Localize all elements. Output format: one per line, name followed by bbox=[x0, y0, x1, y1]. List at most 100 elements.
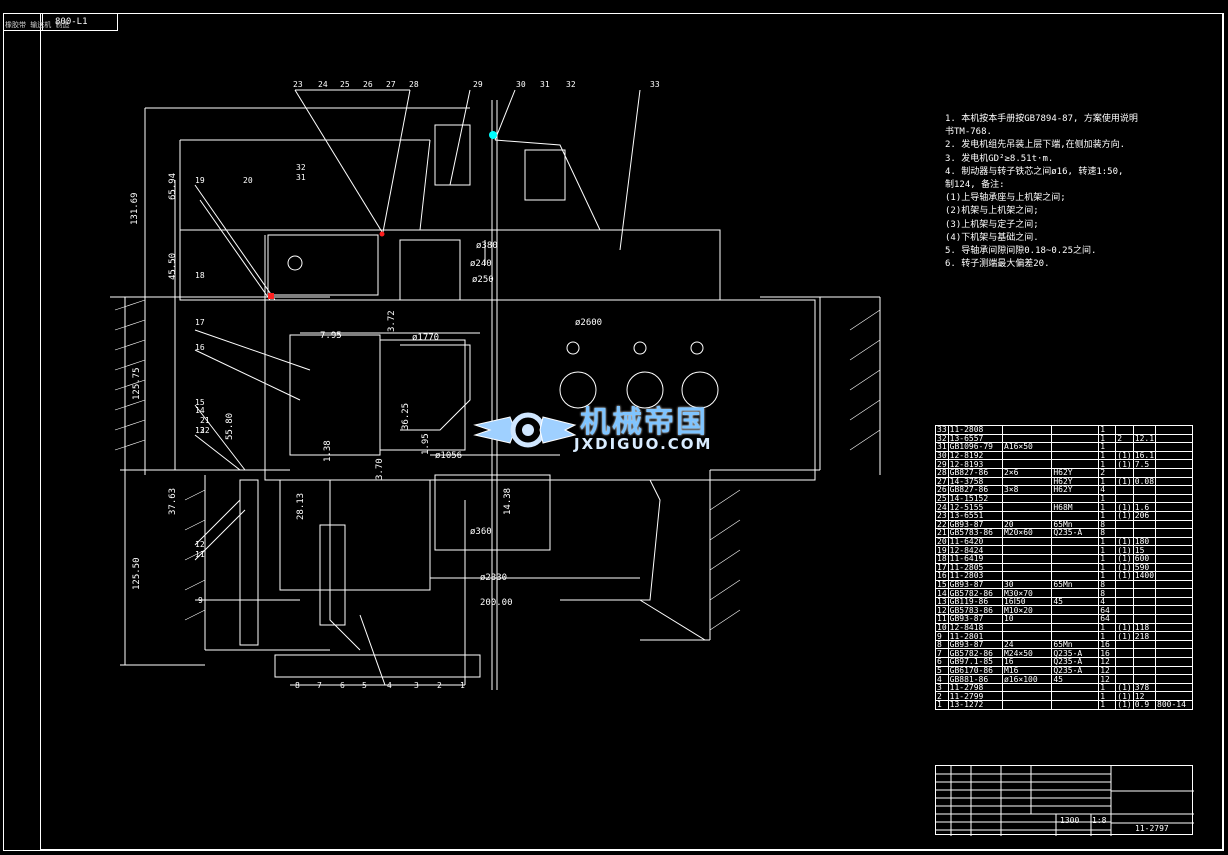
table-cell bbox=[1155, 674, 1193, 684]
table-cell: 4 bbox=[1098, 596, 1117, 607]
table-cell: 14 bbox=[935, 588, 949, 598]
callout-mid-22: 22 bbox=[200, 426, 210, 435]
table-cell bbox=[1051, 622, 1100, 633]
table-cell bbox=[1155, 450, 1193, 461]
callout-5: 5 bbox=[362, 681, 367, 690]
table-cell: 12 bbox=[1132, 691, 1157, 701]
table-cell bbox=[1115, 493, 1134, 504]
dim-45: 45.50 bbox=[168, 253, 178, 280]
table-cell bbox=[1051, 493, 1100, 504]
table-cell: 1 bbox=[1098, 493, 1117, 504]
table-cell: 3 bbox=[935, 682, 949, 693]
table-cell bbox=[1051, 562, 1100, 573]
table-cell bbox=[1001, 631, 1053, 641]
title-scale-label: 1300 bbox=[1060, 816, 1080, 825]
table-cell: GB93-87 bbox=[947, 519, 1003, 530]
table-cell: 12-8193 bbox=[947, 459, 1003, 469]
table-cell: 8 bbox=[1098, 579, 1117, 590]
table-cell: 33 bbox=[935, 425, 949, 435]
table-cell: 1400 bbox=[1132, 571, 1157, 581]
table-cell: GB5782-86 bbox=[947, 588, 1003, 598]
table-cell: 22 bbox=[935, 519, 949, 530]
callout-29: 29 bbox=[473, 80, 483, 89]
table-cell: 14-3758 bbox=[947, 476, 1003, 487]
table-cell bbox=[1115, 648, 1134, 659]
callout-13: 13 bbox=[195, 426, 205, 435]
table-cell: 30 bbox=[1001, 579, 1053, 590]
table-cell: Q235-A bbox=[1051, 665, 1100, 676]
table-cell: 15 bbox=[935, 579, 949, 590]
table-cell bbox=[1132, 442, 1157, 452]
table-cell: 12 bbox=[935, 605, 949, 616]
table-cell: 16 bbox=[1098, 639, 1117, 650]
callout-28: 28 bbox=[409, 80, 419, 89]
table-cell: 1 bbox=[935, 700, 949, 710]
table-cell: GB1096-79 bbox=[947, 442, 1003, 452]
table-cell: 12-5155 bbox=[947, 502, 1003, 512]
table-cell bbox=[1132, 605, 1157, 616]
table-cell: 14-15152 bbox=[947, 493, 1003, 504]
table-cell: 7 bbox=[935, 648, 949, 659]
table-cell: H62Y bbox=[1051, 467, 1100, 478]
table-cell: 1 bbox=[1098, 571, 1117, 581]
table-cell: 25 bbox=[935, 493, 949, 504]
note-line: 2. 发电机组先吊装上层下端,在侧加装方向. bbox=[945, 140, 1126, 151]
table-cell bbox=[1001, 536, 1053, 547]
dim-138: 1.38 bbox=[323, 440, 333, 462]
dim-28: 28.13 bbox=[296, 493, 306, 520]
table-cell bbox=[1155, 442, 1193, 452]
table-cell: 1 bbox=[1098, 502, 1117, 512]
watermark: 机械帝国 JXDIGUO.COM bbox=[470, 395, 770, 465]
table-cell bbox=[1155, 571, 1193, 581]
dim-phi380: ø380 bbox=[476, 241, 498, 251]
table-cell: 0.08 bbox=[1132, 476, 1157, 487]
table-cell: 11-6420 bbox=[947, 536, 1003, 547]
table-cell: 1.6 bbox=[1132, 502, 1157, 512]
table-cell bbox=[1155, 622, 1193, 633]
table-cell bbox=[1155, 631, 1193, 641]
dim-phi1770: ø1770 bbox=[412, 333, 439, 343]
dim-372: 3.72 bbox=[387, 310, 397, 332]
title-block bbox=[935, 765, 1194, 836]
table-cell: 16 bbox=[935, 571, 949, 581]
table-cell bbox=[1051, 442, 1100, 452]
table-cell bbox=[1115, 425, 1134, 435]
callout-9: 9 bbox=[198, 596, 203, 605]
table-cell: 1 bbox=[1098, 476, 1117, 487]
table-cell: 16 bbox=[1001, 657, 1053, 667]
callout-33: 33 bbox=[650, 80, 660, 89]
table-cell: 1 bbox=[1098, 553, 1117, 564]
table-cell: 10 bbox=[935, 622, 949, 633]
table-cell: 18 bbox=[935, 553, 949, 564]
table-cell bbox=[1155, 691, 1193, 701]
table-cell bbox=[1051, 571, 1100, 581]
table-cell: 65Mn bbox=[1051, 579, 1100, 590]
table-cell: 45 bbox=[1051, 596, 1100, 607]
inner-frame bbox=[40, 13, 1223, 850]
table-cell bbox=[1051, 605, 1100, 616]
table-cell: 180 bbox=[1132, 536, 1157, 547]
callout-16: 16 bbox=[195, 343, 205, 352]
table-cell: H62Y bbox=[1051, 485, 1100, 495]
corner-title-tab: 800-L1 bbox=[3, 13, 118, 31]
table-cell: H62Y bbox=[1051, 476, 1100, 487]
table-cell bbox=[1155, 596, 1193, 607]
table-cell bbox=[1001, 476, 1053, 487]
dim-795: 7.95 bbox=[320, 331, 342, 341]
table-cell bbox=[1132, 467, 1157, 478]
table-cell bbox=[1155, 528, 1193, 538]
callout-20: 20 bbox=[243, 176, 253, 185]
table-cell: 590 bbox=[1132, 562, 1157, 573]
dim-37: 37.63 bbox=[168, 488, 178, 515]
table-cell: 2×6 bbox=[1001, 467, 1053, 478]
table-cell bbox=[1132, 493, 1157, 504]
table-cell bbox=[1155, 467, 1193, 478]
table-cell bbox=[1051, 691, 1100, 701]
table-cell: 26 bbox=[935, 485, 949, 495]
